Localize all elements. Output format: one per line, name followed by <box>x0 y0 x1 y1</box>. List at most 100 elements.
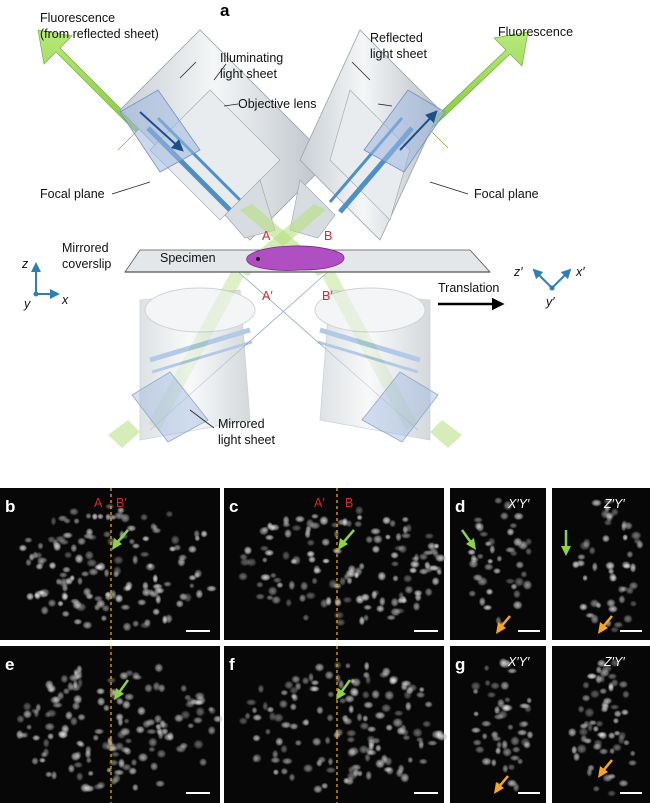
cell-nucleus <box>603 519 613 527</box>
cell-nucleus <box>130 758 138 767</box>
cell-nucleus <box>237 571 249 582</box>
cell-nucleus <box>324 736 331 745</box>
cell-nucleus <box>91 512 99 521</box>
cell-nucleus <box>302 763 314 774</box>
cell-nucleus <box>44 711 52 719</box>
cell-nucleus <box>426 740 439 747</box>
cell-nucleus <box>306 539 316 547</box>
cell-nucleus <box>325 595 333 607</box>
cell-nucleus <box>280 767 289 776</box>
cell-nucleus <box>261 556 268 564</box>
cell-nucleus <box>572 751 581 762</box>
cell-nucleus <box>581 694 591 702</box>
panel-f-letter: f <box>229 655 235 674</box>
label-point-a: A <box>262 229 271 243</box>
cell-nucleus <box>183 592 193 603</box>
cell-nucleus <box>61 566 72 574</box>
cell-nucleus <box>367 741 375 751</box>
cell-nucleus <box>618 779 629 788</box>
cell-nucleus <box>161 721 169 730</box>
cell-nucleus <box>490 730 500 740</box>
panel-g-view2: Z′Y′ <box>603 655 625 669</box>
label-illuminating-2: light sheet <box>220 67 278 81</box>
cell-nucleus <box>402 734 411 741</box>
cell-nucleus <box>128 766 138 776</box>
cell-nucleus <box>136 705 147 717</box>
cell-nucleus <box>52 541 62 552</box>
cell-nucleus <box>390 560 400 568</box>
cell-nucleus <box>311 577 318 585</box>
cell-nucleus <box>436 568 443 576</box>
cell-nucleus <box>57 600 64 607</box>
cell-nucleus <box>95 781 107 790</box>
cell-nucleus <box>424 700 434 709</box>
cell-nucleus <box>187 544 198 554</box>
cell-nucleus <box>274 736 284 747</box>
cell-nucleus <box>509 735 521 747</box>
cell-nucleus <box>607 672 618 680</box>
cell-nucleus <box>358 562 366 571</box>
cell-nucleus <box>362 604 373 611</box>
cell-nucleus <box>434 729 443 740</box>
green-arrow-d <box>460 529 476 550</box>
cell-nucleus <box>498 657 509 669</box>
cell-nucleus <box>499 511 510 521</box>
cell-nucleus <box>395 532 402 542</box>
cell-nucleus <box>413 589 423 597</box>
cell-nucleus <box>307 672 315 683</box>
green-arrow-c <box>338 529 355 550</box>
cell-nucleus <box>157 683 166 693</box>
cell-nucleus <box>22 709 33 720</box>
cell-nucleus <box>35 551 43 560</box>
cell-nucleus <box>102 704 111 712</box>
cell-nucleus <box>280 689 289 696</box>
cell-nucleus <box>489 681 501 690</box>
image-panel-f <box>224 646 444 803</box>
cell-nucleus <box>407 756 414 764</box>
cell-nucleus <box>402 574 413 584</box>
cell-nucleus <box>294 739 303 747</box>
axis-x: x <box>61 293 69 307</box>
cell-nucleus <box>363 661 370 672</box>
cell-nucleus <box>259 573 272 582</box>
cell-nucleus <box>630 530 642 541</box>
cell-nucleus <box>635 539 644 550</box>
cell-nucleus <box>377 571 387 582</box>
label-fluorescence-left-2: (from reflected sheet) <box>40 27 159 41</box>
cell-nucleus <box>33 708 40 719</box>
axis-z: z <box>21 257 29 271</box>
cell-nucleus <box>582 720 591 728</box>
cell-nucleus <box>177 553 188 562</box>
cell-nucleus <box>499 680 510 691</box>
cell-nucleus <box>628 581 639 591</box>
cell-nucleus <box>262 700 269 712</box>
cell-nucleus <box>506 667 518 675</box>
panel-d-view1: X′Y′ <box>507 497 530 511</box>
cell-nucleus <box>618 680 629 689</box>
cell-nucleus <box>207 725 217 736</box>
cell-nucleus <box>245 698 258 707</box>
cell-nucleus <box>506 527 515 537</box>
specimen-shape <box>246 245 345 271</box>
cell-nucleus <box>302 614 310 622</box>
cell-nucleus <box>198 757 208 767</box>
green-arrow-e <box>114 679 130 700</box>
cell-nucleus <box>418 686 425 693</box>
cell-nucleus <box>607 789 617 797</box>
cell-nucleus <box>590 613 600 625</box>
cell-nucleus <box>93 563 104 571</box>
cell-nucleus <box>108 745 119 753</box>
cell-nucleus <box>345 729 358 738</box>
cell-nucleus <box>47 598 57 608</box>
cell-nucleus <box>372 534 384 545</box>
cell-nucleus <box>193 568 203 579</box>
cell-nucleus <box>378 596 386 607</box>
cell-nucleus <box>149 761 159 772</box>
cell-nucleus <box>36 559 46 568</box>
cell-nucleus <box>346 747 357 758</box>
panel-b-label-a: A <box>94 496 103 510</box>
cell-nucleus <box>510 583 518 591</box>
cell-nucleus <box>371 737 381 745</box>
cell-nucleus <box>251 713 263 722</box>
cell-nucleus <box>362 701 374 709</box>
